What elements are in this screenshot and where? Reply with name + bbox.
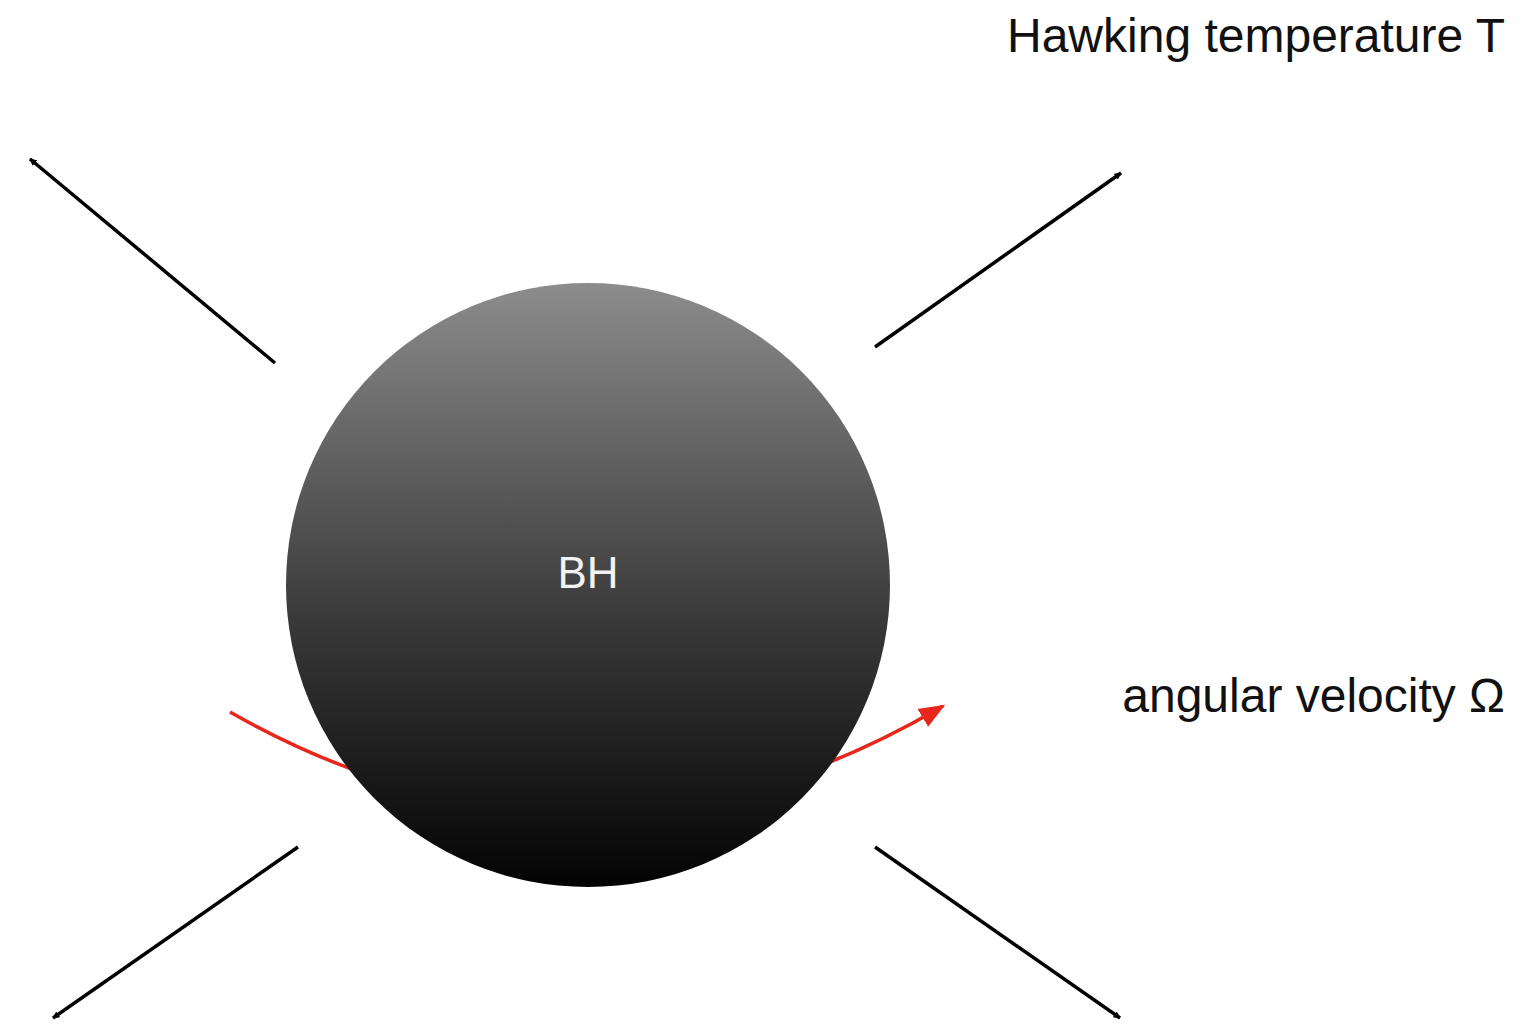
temperature-label: Hawking temperature T xyxy=(1007,8,1505,63)
black-hole-disc xyxy=(286,283,890,887)
emission-arrow xyxy=(875,847,1120,1018)
angular-velocity-label: angular velocity Ω xyxy=(1122,668,1505,723)
emission-arrow xyxy=(30,159,275,363)
black-hole-circle: BH xyxy=(285,282,891,888)
black-hole-label: BH xyxy=(557,548,618,598)
emission-arrow xyxy=(875,173,1121,347)
emission-arrow xyxy=(53,847,298,1018)
